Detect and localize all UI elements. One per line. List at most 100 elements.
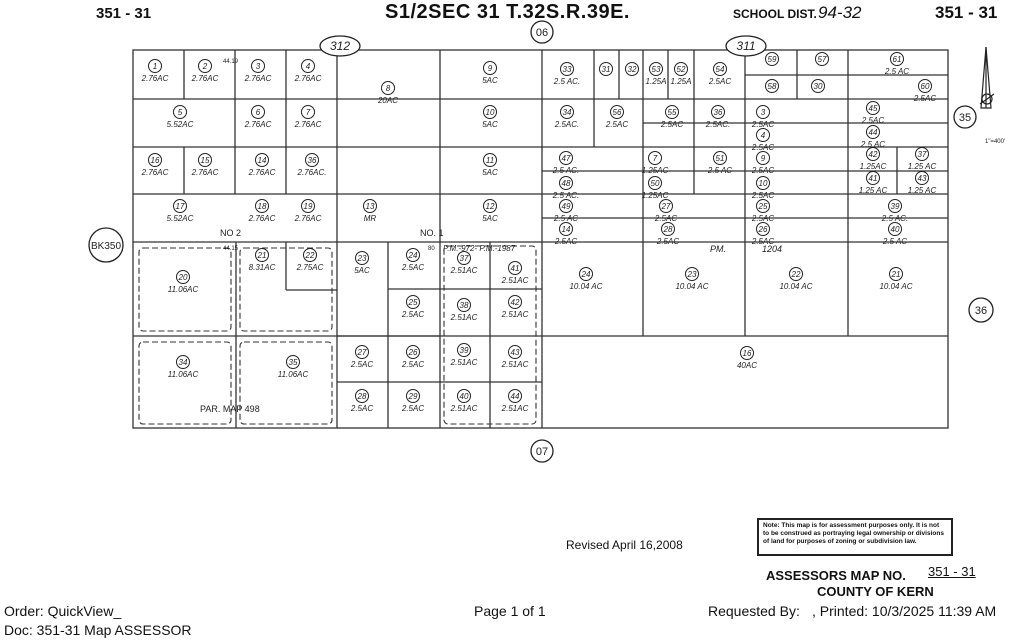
parcel: 282.5AC [656,222,679,246]
parcel-number: 20 [178,273,188,282]
parcel-area: 5AC [482,214,498,223]
parcel-area: 2.5AC [401,360,424,369]
parcel-number: 22 [791,270,801,279]
parcel-number-circle [355,389,369,403]
map-311-label: 311 [736,39,755,53]
parcel: 22 2.75AC [296,248,324,272]
parcel-number: 21 [891,270,901,279]
parcel: 362.76AC. [297,153,327,177]
parcel-number-circle [560,105,574,119]
east-upper-ref-circle [953,105,977,129]
parcel-number-circle [301,199,315,213]
parcel-area: 2.76AC [248,214,276,223]
parcel-number: 28 [663,225,673,234]
parcel-number: 59 [768,55,777,64]
parcel-area: 2.5 AC [860,140,885,149]
parcel-number-circle [301,59,315,73]
parcel: 55.52AC [167,105,194,129]
parcel-number: 7 [653,154,658,163]
parcel-area: 2.5AC [751,143,774,152]
parcel-number-circle [890,52,904,66]
assessor-map-number: 351 - 31 [928,564,976,579]
parcel: 492.5 AC [553,199,578,223]
parcel-number: 33 [563,65,572,74]
parcel-number: 34 [563,108,572,117]
parcel: 31 [599,62,613,76]
parcel-number-circle [866,101,880,115]
par-map-label: PAR. MAP 498 [200,404,260,414]
parcel-area: 5AC [482,76,498,85]
parcel-number-circle [255,153,269,167]
parcel-number: 8 [386,84,391,93]
north-ref-circle [530,20,554,44]
parcel-number-circle [648,176,662,190]
footer-doc: Doc: 351-31 Map ASSESSOR [4,622,192,638]
parcel-area: 10.04 AC [675,282,708,291]
parcel-number-circle [303,248,317,262]
parcel-number: 40 [891,225,900,234]
parcel: 392.5 AC. [881,199,908,223]
parcel-number: 39 [460,346,469,355]
parcel: 152.76AC [191,153,219,177]
parcel-number: 15 [201,156,210,165]
parcel-number: 41 [511,264,520,273]
parcel: 142.5AC [554,222,577,246]
parcel-number: 24 [581,270,591,279]
parcel-number: 6 [256,108,261,117]
parcel-area: 1.25AC [860,162,887,171]
parcel-number-circle [711,105,725,119]
parcel-area: 2.5 AC [884,67,909,76]
parcel-area: 2.5AC [401,310,424,319]
parcel-area: 2.51AC [450,358,478,367]
parcel-map: 12.76AC22.76AC32.76AC42.76AC55.52AC62.76… [88,20,1005,463]
parcel-area: 2.5 AC. [552,191,579,200]
parcel-number-circle [888,199,902,213]
parcel-number: 48 [562,179,571,188]
parcel-number: 25 [408,298,418,307]
parcel: 442.51AC [501,389,529,413]
parcel-number: 14 [562,225,571,234]
parcel-area: 2.5 AC. [881,214,908,223]
parcel-area: 2.51AC [450,266,478,275]
parcel-area: 10.04 AC [879,282,912,291]
parcel-number-circle [301,105,315,119]
parcel-area: 2.76AC. [297,168,327,177]
parcel-area: 1.25AC [642,166,669,175]
parcel-number: 53 [652,65,661,74]
parcel-number-circle [251,59,265,73]
parcel-number-circle [508,389,522,403]
parcel-area: 2.75AC [296,263,324,272]
parcel-number: 13 [366,202,375,211]
parcel-number-circle [665,105,679,119]
parcel-number: 38 [460,301,469,310]
parcel: 562.5AC [605,105,628,129]
parcel-number-circle [685,267,699,281]
parcel-number: 58 [768,82,777,91]
parcel-number-circle [363,199,377,213]
pm-1204-label-a: PM. [710,244,726,254]
parcel-number-circle [483,105,497,119]
parcel-area: 2.51AC [501,276,529,285]
parcel-number-circle [625,62,639,76]
parcel-area: 2.5AC [350,360,373,369]
school-district-value: 94-32 [818,3,862,22]
parcel-number-circle [579,267,593,281]
parcel-number-circle [255,248,269,262]
parcel-area: 2.5AC [751,237,774,246]
scale-label: 1"=400' [985,139,1005,145]
parcel: 371.25 AC [908,147,937,171]
disclaimer-note: Note: This map is for assessment purpose… [757,518,953,556]
footer-printed: , Printed: 10/3/2025 11:39 AM [812,603,997,619]
parcel-number-circle [559,222,573,236]
parcel-area: 2.51AC [501,404,529,413]
parcel-number: 19 [304,202,313,211]
parcel-number-circle [305,153,319,167]
parcel-area: 2.76AC [191,74,219,83]
parcel: 272.5AC [654,199,677,223]
parcel-area: 2.5 AC. [553,77,580,86]
parcel-number: 22 [305,251,315,260]
